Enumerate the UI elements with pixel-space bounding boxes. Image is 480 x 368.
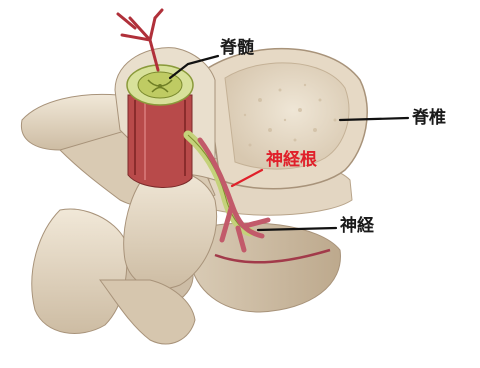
spinous-process bbox=[32, 209, 127, 333]
spinal-cord bbox=[127, 65, 193, 187]
label-vertebra: 脊椎 bbox=[412, 110, 446, 127]
label-nerve-root: 神経根 bbox=[266, 152, 317, 169]
label-nerve: 神経 bbox=[340, 218, 374, 235]
label-spinal-cord: 脊髄 bbox=[220, 40, 254, 57]
